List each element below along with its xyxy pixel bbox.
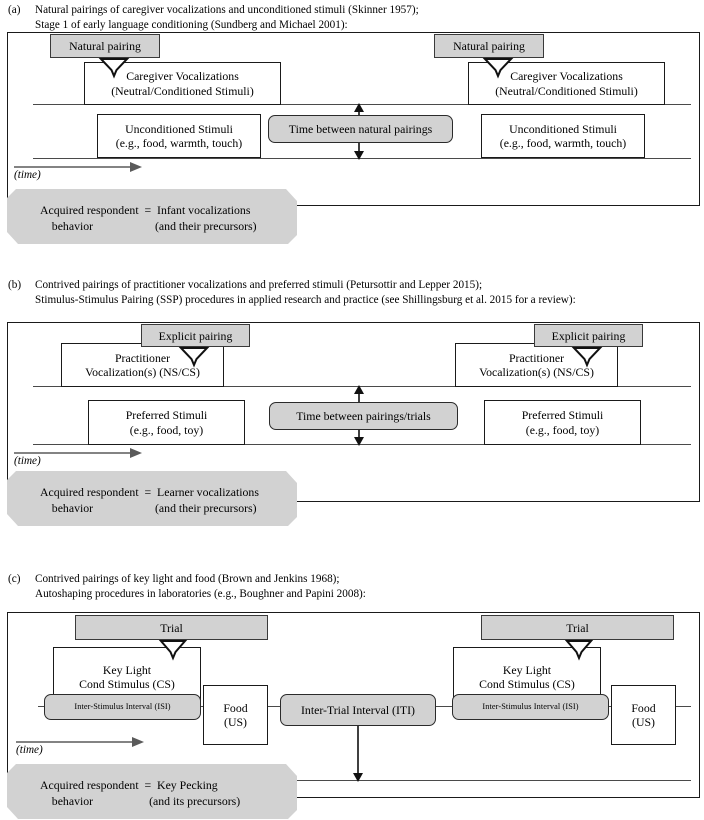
panel-b-pairing-tag-right: Explicit pairing bbox=[534, 324, 643, 347]
panel-c-isi-pill-left-label: Inter-Stimulus Interval (ISI) bbox=[74, 702, 171, 711]
panel-a-pairing-tag-right: Natural pairing bbox=[434, 34, 544, 58]
panel-c-trial-tag-left-label: Trial bbox=[160, 620, 183, 635]
panel-a-pairing-tag-left-label: Natural pairing bbox=[69, 39, 141, 53]
panel-b-cs-box-right: Practitioner Vocalization(s) (NS/CS) bbox=[455, 343, 618, 387]
panel-c-iti-pill: Inter-Trial Interval (ITI) bbox=[280, 694, 436, 726]
panel-c-us-timeline bbox=[38, 780, 691, 781]
panel-a-cs-box-right-line2: (Neutral/Conditioned Stimuli) bbox=[495, 83, 638, 98]
panel-c-cs-box-right-line1: Key Light bbox=[502, 662, 552, 677]
panel-c-acquired-banner-line1: Acquired respondent = Key Pecking bbox=[40, 778, 218, 792]
panel-a-us-box-right-line2: (e.g., food, warmth, touch) bbox=[499, 136, 627, 150]
panel-b-acquired-banner-line1: Acquired respondent = Learner vocalizati… bbox=[40, 485, 259, 499]
panel-a-interval-pill: Time between natural pairings bbox=[268, 115, 453, 143]
panel-b-time-label: (time) bbox=[14, 455, 41, 467]
panel-c-isi-pill-left: Inter-Stimulus Interval (ISI) bbox=[44, 694, 201, 720]
caption-panel-b: (b) Contrived pairings of practitioner v… bbox=[8, 278, 576, 307]
caption-letter-c: (c) bbox=[8, 573, 21, 585]
panel-b-interval-pill-label: Time between pairings/trials bbox=[296, 409, 431, 423]
panel-b-us-box-left-line2: (e.g., food, toy) bbox=[129, 422, 204, 437]
panel-a-cs-box-left-line2: (Neutral/Conditioned Stimuli) bbox=[111, 83, 254, 98]
panel-c-time-label: (time) bbox=[16, 744, 43, 756]
panel-c-iti-pill-label: Inter-Trial Interval (ITI) bbox=[301, 703, 415, 717]
panel-a-acquired-banner-line1: Acquired respondent = Infant vocalizatio… bbox=[40, 203, 251, 217]
panel-b-pairing-tag-left-label: Explicit pairing bbox=[158, 328, 233, 343]
panel-c-cs-box-left-line2: Cond Stimulus (CS) bbox=[79, 677, 175, 691]
panel-b-time-arrow-icon bbox=[14, 448, 142, 458]
panel-b-pairing-tag-right-label: Explicit pairing bbox=[551, 328, 626, 343]
panel-c-trial-tag-right-label: Trial bbox=[566, 620, 589, 635]
panel-a-us-timeline bbox=[33, 158, 691, 159]
caption-panel-c: (c) Contrived pairings of key light and … bbox=[8, 572, 366, 601]
panel-c-acquired-banner: Acquired respondent = Key Pecking behavi… bbox=[7, 764, 297, 819]
panel-c-us-box-left: Food (US) bbox=[203, 685, 268, 745]
caption-a-line2: Stage 1 of early language conditioning (… bbox=[35, 18, 348, 31]
panel-a-us-box-left: Unconditioned Stimuli (e.g., food, warmt… bbox=[97, 114, 261, 158]
panel-b-us-box-left-line1: Preferred Stimuli bbox=[125, 408, 208, 422]
panel-a-acquired-banner: Acquired respondent = Infant vocalizatio… bbox=[7, 189, 297, 244]
caption-letter-a: (a) bbox=[8, 4, 21, 16]
panel-a-cs-box-left: Caregiver Vocalizations (Neutral/Conditi… bbox=[84, 62, 281, 105]
panel-a-us-box-right-line1: Unconditioned Stimuli bbox=[509, 121, 617, 136]
panel-a-us-box-left-line1: Unconditioned Stimuli bbox=[125, 121, 233, 136]
panel-b-cs-box-right-line2: Vocalization(s) (NS/CS) bbox=[479, 365, 594, 379]
caption-b-line2: Stimulus-Stimulus Pairing (SSP) procedur… bbox=[35, 293, 576, 306]
panel-c-trial-tag-left: Trial bbox=[75, 615, 268, 640]
panel-c-cs-box-right-line2: Cond Stimulus (CS) bbox=[479, 677, 575, 691]
panel-b-acquired-banner: Acquired respondent = Learner vocalizati… bbox=[7, 471, 297, 526]
caption-c-line2: Autoshaping procedures in laboratories (… bbox=[35, 587, 366, 600]
caption-c-line1: Contrived pairings of key light and food… bbox=[35, 573, 340, 585]
panel-a-us-box-right: Unconditioned Stimuli (e.g., food, warmt… bbox=[481, 114, 645, 158]
panel-c-acquired-banner-line2: behavior (and its precursors) bbox=[40, 794, 241, 808]
panel-b-us-box-right-line2: (e.g., food, toy) bbox=[525, 422, 600, 437]
panel-c-time-arrow-icon bbox=[16, 737, 144, 747]
panel-b-us-box-left: Preferred Stimuli (e.g., food, toy) bbox=[88, 400, 245, 445]
panel-a-us-box-left-line2: (e.g., food, warmth, touch) bbox=[115, 136, 243, 150]
caption-b-line1: Contrived pairings of practitioner vocal… bbox=[35, 279, 483, 291]
panel-a-cs-box-right-line1: Caregiver Vocalizations bbox=[510, 69, 623, 83]
panel-b-cs-timeline bbox=[33, 386, 691, 387]
panel-c-trial-tag-right: Trial bbox=[481, 615, 674, 640]
panel-b-cs-box-left: Practitioner Vocalization(s) (NS/CS) bbox=[61, 343, 224, 387]
panel-b-us-box-right-line1: Preferred Stimuli bbox=[521, 408, 604, 422]
panel-c-us-box-right: Food (US) bbox=[611, 685, 676, 745]
panel-c-us-box-right-line2: (US) bbox=[632, 715, 655, 729]
panel-a-interval-pill-label: Time between natural pairings bbox=[288, 122, 433, 136]
panel-c-us-box-right-line1: Food bbox=[631, 700, 656, 715]
panel-c-us-box-left-line2: (US) bbox=[224, 715, 247, 729]
panel-a-acquired-banner-line2: behavior (and their precursors) bbox=[40, 219, 257, 233]
panel-b-us-box-right: Preferred Stimuli (e.g., food, toy) bbox=[484, 400, 641, 445]
panel-b-cs-box-left-line1: Practitioner bbox=[114, 350, 171, 365]
panel-b-us-timeline bbox=[33, 444, 691, 445]
panel-a-cs-box-right: Caregiver Vocalizations (Neutral/Conditi… bbox=[468, 62, 665, 105]
panel-b-acquired-banner-line2: behavior (and their precursors) bbox=[40, 501, 257, 515]
panel-a-time-arrow-icon bbox=[14, 162, 142, 172]
caption-letter-b: (b) bbox=[8, 279, 22, 291]
panel-c-cs-box-left-line1: Key Light bbox=[102, 662, 152, 677]
panel-b-cs-box-left-line2: Vocalization(s) (NS/CS) bbox=[85, 365, 200, 379]
panel-c-us-box-left-line1: Food bbox=[223, 700, 248, 715]
caption-panel-a: (a) Natural pairings of caregiver vocali… bbox=[8, 3, 419, 32]
panel-b-cs-box-right-line1: Practitioner bbox=[508, 350, 565, 365]
panel-b-pairing-tag-left: Explicit pairing bbox=[141, 324, 250, 347]
panel-c-isi-pill-right: Inter-Stimulus Interval (ISI) bbox=[452, 694, 609, 720]
panel-a-cs-timeline bbox=[33, 104, 691, 105]
panel-c-isi-pill-right-label: Inter-Stimulus Interval (ISI) bbox=[482, 702, 579, 711]
panel-a-time-label: (time) bbox=[14, 169, 41, 181]
panel-a-pairing-tag-left: Natural pairing bbox=[50, 34, 160, 58]
panel-a-pairing-tag-right-label: Natural pairing bbox=[453, 39, 525, 53]
caption-a-line1: Natural pairings of caregiver vocalizati… bbox=[35, 4, 419, 16]
panel-b-interval-pill: Time between pairings/trials bbox=[269, 402, 458, 430]
panel-a-cs-box-left-line1: Caregiver Vocalizations bbox=[126, 69, 239, 83]
